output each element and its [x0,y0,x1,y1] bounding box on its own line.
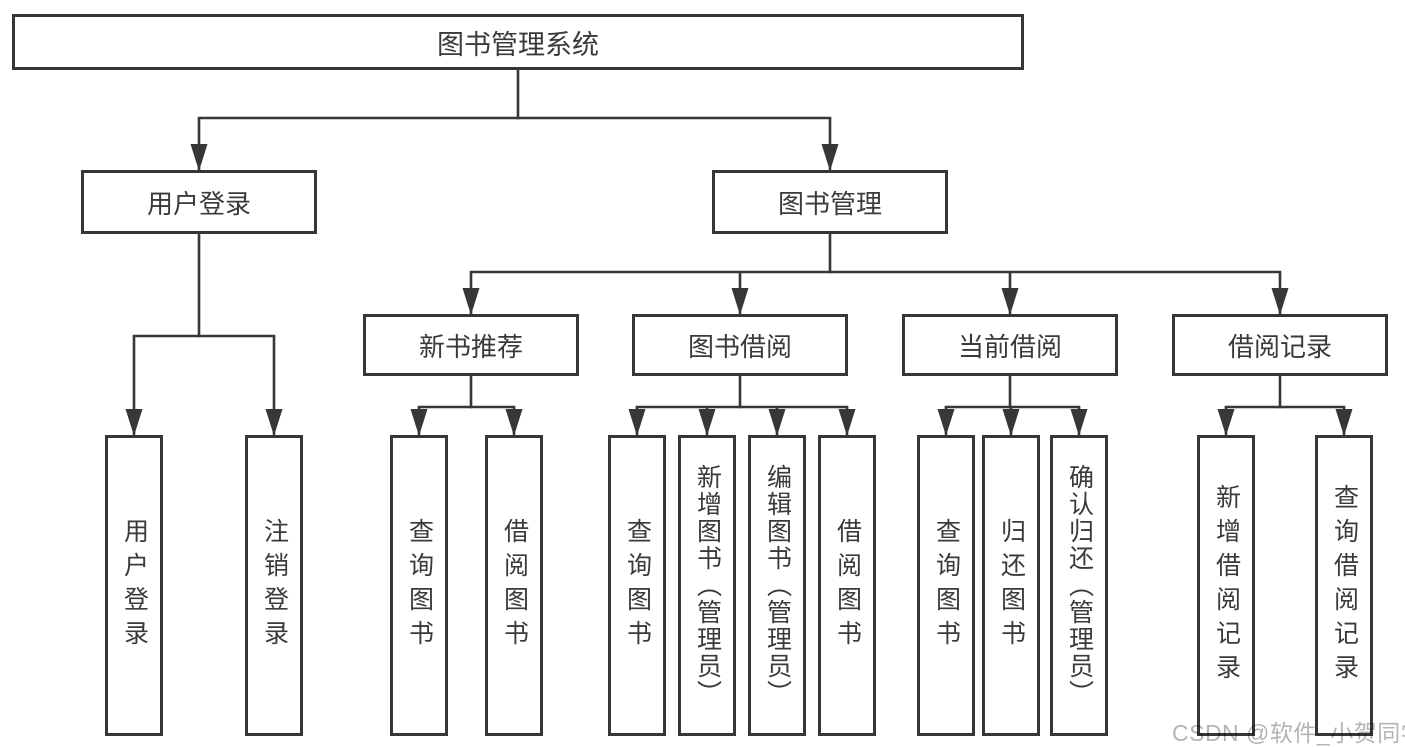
node-label: 借阅记录 [1227,331,1332,362]
leaf-query-books-recommend: 查询图书 [390,435,448,736]
node-book-management: 图书管理 [712,170,948,234]
node-label: 图书管理系统 [437,29,599,60]
node-label: 编辑图书（管理员） [763,464,792,707]
node-label: 注销登录 [260,517,289,654]
leaf-add-borrow-record: 新增借阅记录 [1197,435,1255,736]
leaf-confirm-return-admin: 确认归还（管理员） [1050,435,1108,736]
node-label: 用户登录 [146,188,251,219]
csdn-watermark: CSDN @软件_小贺同学 [1172,720,1405,746]
node-label: 查询图书 [405,517,434,654]
leaf-logout: 注销登录 [245,435,303,736]
node-label: 查询借阅记录 [1330,483,1359,688]
node-label: 图书借阅 [687,331,792,362]
node-label: 新增图书（管理员） [693,464,722,707]
leaf-query-books-borrow: 查询图书 [608,435,666,736]
node-library-system: 图书管理系统 [12,14,1024,70]
node-label: 用户登录 [120,517,149,654]
node-new-book-recommend: 新书推荐 [363,314,579,376]
leaf-edit-book-admin: 编辑图书（管理员） [748,435,806,736]
leaf-user-login: 用户登录 [105,435,163,736]
node-current-borrow: 当前借阅 [902,314,1118,376]
node-label: 图书管理 [777,188,882,219]
node-label: 借阅图书 [500,517,529,654]
node-label: 当前借阅 [957,331,1062,362]
leaf-query-borrow-record: 查询借阅记录 [1315,435,1373,736]
node-label: 查询图书 [932,517,961,654]
node-label: 新增借阅记录 [1212,483,1241,688]
leaf-borrow-books-recommend: 借阅图书 [485,435,543,736]
leaf-add-book-admin: 新增图书（管理员） [678,435,736,736]
node-label: 归还图书 [997,517,1026,654]
leaf-return-book: 归还图书 [982,435,1040,736]
node-label: 借阅图书 [833,517,862,654]
leaf-query-books-current: 查询图书 [917,435,975,736]
node-label: 新书推荐 [418,331,523,362]
node-user-login: 用户登录 [81,170,317,234]
node-label: 查询图书 [623,517,652,654]
node-borrow-records: 借阅记录 [1172,314,1388,376]
node-label: 确认归还（管理员） [1065,464,1094,707]
leaf-borrow-books: 借阅图书 [818,435,876,736]
node-book-borrow: 图书借阅 [632,314,848,376]
